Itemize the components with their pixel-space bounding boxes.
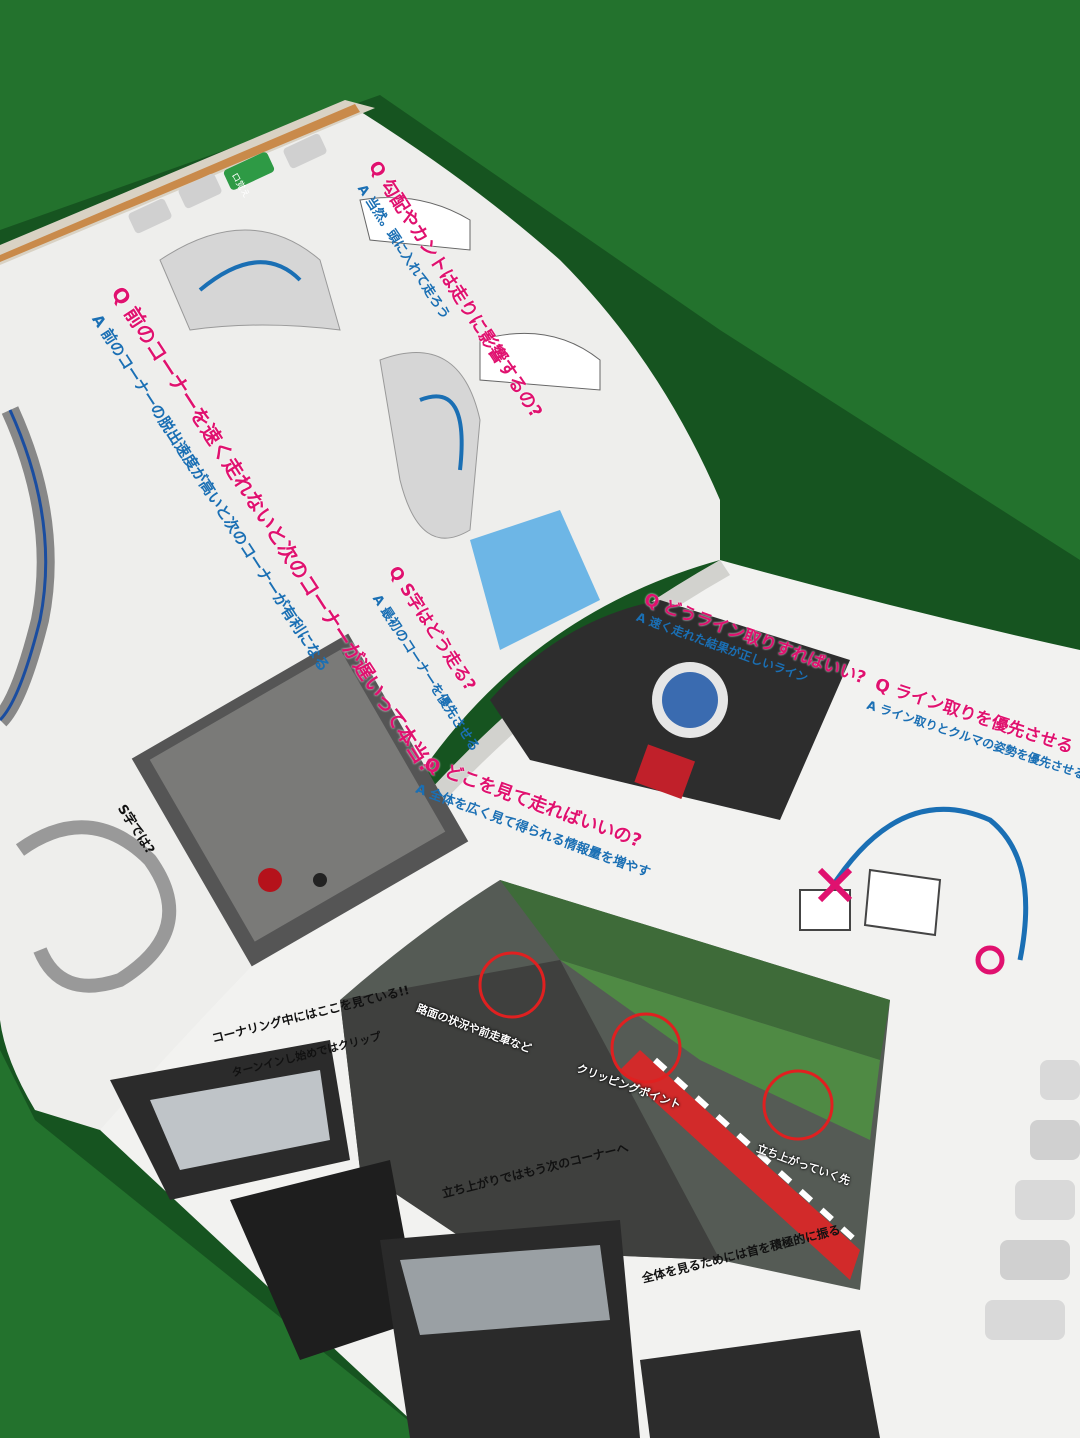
active-tab [223,152,275,190]
surface-marker [478,951,546,1019]
exit-marker [762,1069,834,1141]
clip-marker [610,1012,682,1084]
